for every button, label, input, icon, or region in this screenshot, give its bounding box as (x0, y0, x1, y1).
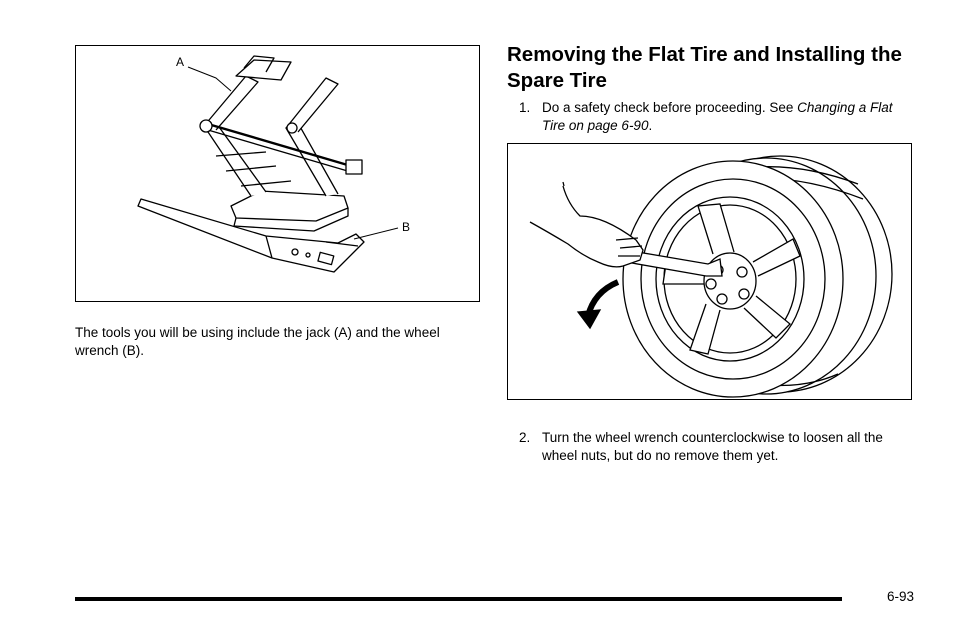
figure-caption: The tools you will be using include the … (75, 325, 440, 358)
step-1-number: 1. (519, 100, 531, 115)
wheel-wrench-illustration (529, 155, 893, 398)
callout-b: B (402, 220, 410, 234)
jack-and-wrench-figure: A B (75, 45, 480, 302)
section-heading: Removing the Flat Tire and Installing th… (507, 43, 902, 92)
step-1: 1. Do a safety check before proceeding. … (507, 99, 912, 135)
step-1-reference-link[interactable]: Changing a Flat Tire on page 6-90 (542, 100, 893, 133)
step-1-suffix: . (648, 118, 653, 133)
footer-rule (75, 597, 842, 601)
step-2-text: Turn the wheel wrench counterclockwise t… (542, 430, 883, 463)
step-2: 2. Turn the wheel wrench counterclockwis… (507, 429, 912, 465)
wheel-wrench-figure (507, 143, 912, 400)
step-1-text: Do a safety check before proceeding. See (542, 100, 798, 115)
jack-and-wrench-illustration: A B (137, 55, 410, 273)
callout-a: A (176, 55, 184, 69)
page-number: 6-93 (886, 589, 914, 604)
step-1-body: Do a safety check before proceeding. See… (542, 99, 912, 135)
step-2-number: 2. (519, 430, 531, 445)
